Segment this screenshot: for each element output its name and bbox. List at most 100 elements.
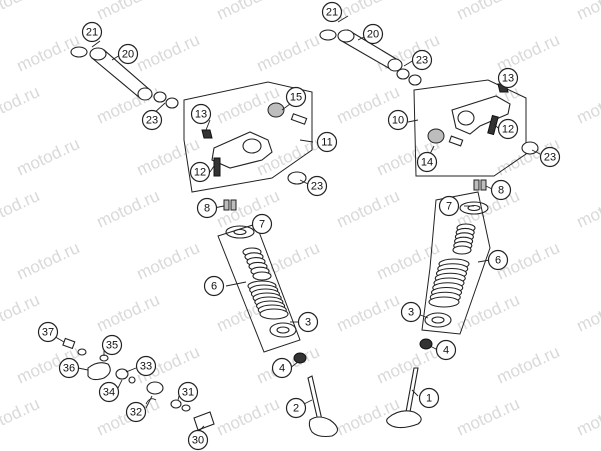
rocker-arm-right [427, 83, 511, 147]
callout-circle [101, 334, 123, 356]
callout-circle [497, 67, 519, 89]
valve-spring-left [225, 225, 297, 338]
callout-label: 37 [42, 327, 54, 339]
watermark-text: motod.ru [0, 82, 42, 128]
callout-3: 3 [297, 311, 319, 333]
callout-23: 23 [306, 175, 328, 197]
watermark-text: motod.ru [14, 238, 83, 284]
callout-21: 21 [81, 21, 103, 43]
callout-label: 20 [122, 49, 134, 61]
spring-frame-right [421, 191, 491, 335]
callout-label: 10 [392, 115, 404, 127]
callout-circle [438, 195, 460, 217]
callout-circle [187, 429, 209, 451]
callout-circle [497, 118, 519, 140]
callout-label: 23 [416, 55, 428, 67]
callout-label: 12 [194, 167, 206, 179]
callout-20: 20 [117, 43, 139, 65]
callout-circle [58, 357, 80, 379]
valve-cotters-left [223, 199, 237, 211]
valve-spring-right [424, 201, 489, 328]
rocker-frame-right [413, 79, 527, 177]
watermark-text: motod.ru [454, 0, 523, 24]
callout-4: 4 [435, 339, 457, 361]
valve-seal-right [419, 338, 433, 350]
watermark-text: motod.ru [254, 30, 323, 76]
rocker-arm-left [201, 102, 308, 177]
callout-label: 6 [211, 281, 217, 293]
watermark-text: motod.ru [454, 394, 523, 440]
callout-label: 21 [326, 7, 338, 19]
callout-35: 35 [101, 334, 123, 356]
callout-circle [490, 179, 512, 201]
callout-label: 15 [290, 92, 302, 104]
callout-label: 1 [426, 393, 432, 405]
callout-label: 8 [498, 185, 504, 197]
callout-label: 3 [305, 317, 311, 329]
callout-23: 23 [411, 49, 433, 71]
callout-circle [141, 109, 163, 131]
callout-label: 7 [446, 201, 452, 213]
watermark-text: motod.ru [0, 0, 42, 24]
callout-36: 36 [58, 357, 80, 379]
callout-circle [98, 381, 120, 403]
callout-circle [418, 387, 440, 409]
o-ring-left [287, 171, 307, 185]
callout-2: 2 [285, 397, 307, 419]
callout-circle [285, 86, 307, 108]
rocker-shaft-left [70, 46, 179, 109]
spring-coil [252, 271, 272, 281]
watermark-text: motod.ru [94, 0, 163, 24]
callout-label: 20 [367, 29, 379, 41]
callout-circle [411, 49, 433, 71]
callout-label: 13 [195, 109, 207, 121]
callout-circle [435, 339, 457, 361]
callout-15: 15 [285, 86, 307, 108]
callout-32: 32 [125, 401, 147, 423]
callout-8: 8 [196, 197, 218, 219]
callout-12: 12 [189, 161, 211, 183]
callout-20: 20 [362, 23, 384, 45]
callout-23: 23 [539, 146, 561, 168]
callout-circle [362, 23, 384, 45]
callout-34: 34 [98, 381, 120, 403]
callout-circle [117, 43, 139, 65]
watermark-text: motod.ru [0, 186, 42, 232]
callout-circle [297, 311, 319, 333]
callout-circle [189, 161, 211, 183]
callout-label: 31 [182, 387, 194, 399]
watermark-text: motod.ru [454, 290, 523, 336]
small-parts [62, 337, 215, 431]
watermark-text: motod.ru [574, 186, 601, 232]
callout-circle [539, 146, 561, 168]
valve-seal-left [293, 352, 307, 364]
callout-label: 2 [293, 403, 299, 415]
callout-30: 30 [187, 429, 209, 451]
callout-circle [285, 397, 307, 419]
callout-label: 8 [204, 203, 210, 215]
rocker-shaft-right [319, 29, 422, 86]
callout-circle [196, 197, 218, 219]
callout-circle [321, 1, 343, 23]
callout-circle [190, 103, 212, 125]
watermark-text: motod.ru [334, 290, 403, 336]
callout-8: 8 [490, 179, 512, 201]
watermark-text: motod.ru [14, 134, 83, 180]
callout-label: 23 [146, 115, 158, 127]
callout-label: 30 [192, 435, 204, 447]
callout-circle [125, 401, 147, 423]
callout-label: 3 [408, 307, 414, 319]
callout-circle [316, 131, 338, 153]
callout-1: 1 [418, 387, 440, 409]
spring-coil [259, 308, 289, 320]
valve-cotters-right [473, 179, 487, 191]
callout-circle [306, 175, 328, 197]
callout-7: 7 [438, 195, 460, 217]
callout-label: 4 [443, 345, 449, 357]
callout-12: 12 [497, 118, 519, 140]
spring-frame-left [217, 223, 301, 353]
callout-label: 23 [311, 181, 323, 193]
callout-label: 32 [130, 407, 142, 419]
watermark-text: motod.ru [134, 30, 203, 76]
